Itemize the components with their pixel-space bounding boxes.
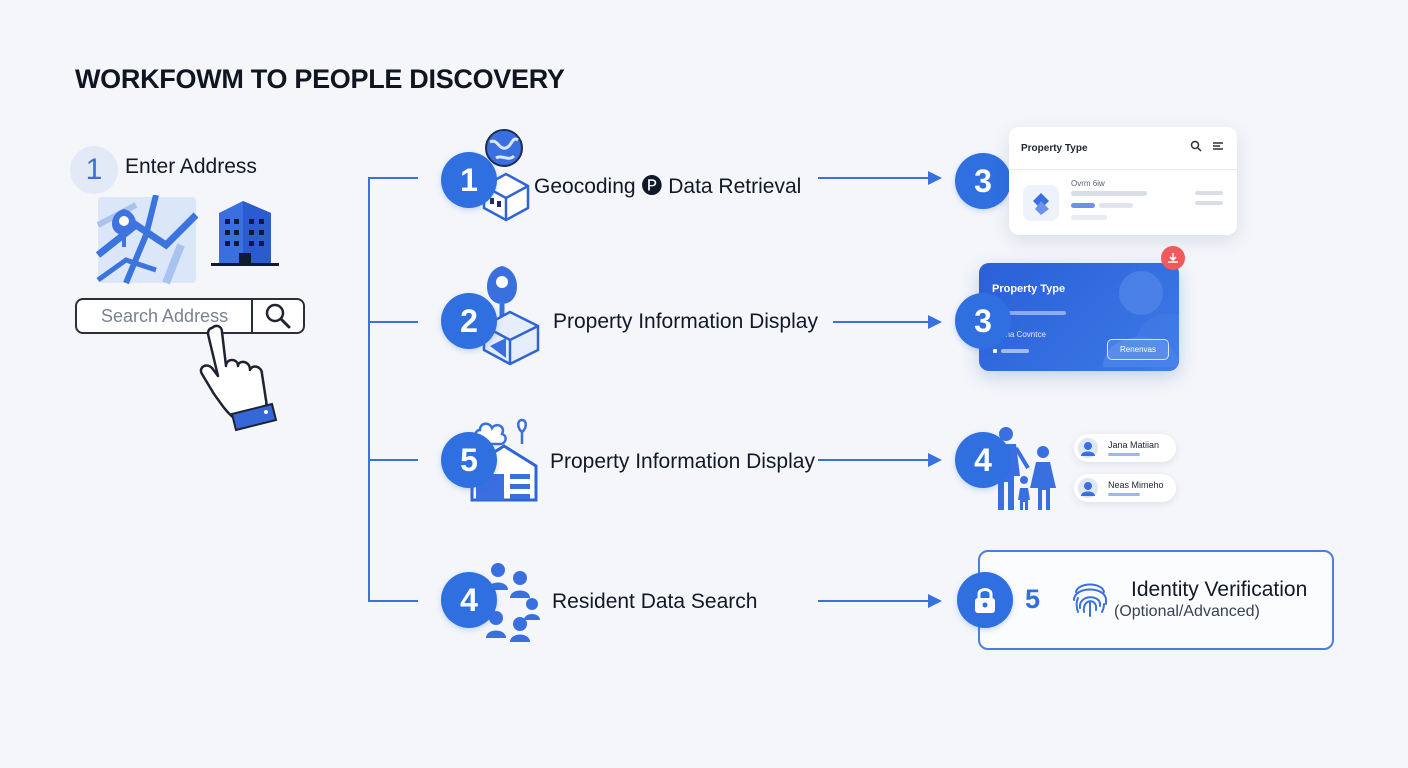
blue-card-sub: Ima Covntce xyxy=(1001,330,1046,339)
identity-subtitle: (Optional/Advanced) xyxy=(1114,603,1260,620)
placeholder-bar xyxy=(1108,493,1140,496)
property-type-blue-card: Property Type Ima Covntce Renenvas xyxy=(979,263,1179,371)
blue-card-button[interactable]: Renenvas xyxy=(1107,339,1169,360)
settings-icon[interactable] xyxy=(1212,140,1224,152)
search-address-box[interactable]: Search Address xyxy=(75,298,305,334)
result-number-4: 4 xyxy=(955,432,1011,488)
step-number-5: 5 xyxy=(441,432,497,488)
placeholder-bar xyxy=(1195,201,1223,205)
placeholder-bar xyxy=(1001,349,1029,353)
property-icon xyxy=(1023,185,1059,221)
lock-circle xyxy=(957,572,1013,628)
user-icon xyxy=(1081,482,1095,496)
arrow-3 xyxy=(818,453,942,467)
lock-icon xyxy=(975,588,995,613)
connector-branch-4 xyxy=(368,600,418,602)
search-button[interactable] xyxy=(251,300,303,332)
search-input[interactable]: Search Address xyxy=(101,305,229,326)
step-label-property-display-1: Property Information Display xyxy=(553,310,818,333)
enter-step-number: 1 xyxy=(70,146,118,194)
person-name: Neas Mimeho xyxy=(1108,480,1164,490)
map-icon xyxy=(96,195,198,285)
result-number-3a: 3 xyxy=(955,153,1011,209)
arrow-1 xyxy=(818,171,942,185)
result-number-5: 5 xyxy=(1025,584,1041,614)
user-icon xyxy=(1081,442,1095,456)
placeholder-bar xyxy=(992,311,1066,315)
hand-pointer-icon xyxy=(199,324,278,432)
placeholder-bar xyxy=(1071,215,1107,220)
placeholder-bar xyxy=(1071,191,1147,196)
blue-card-header: Property Type xyxy=(992,283,1066,295)
step-label-resident-search: Resident Data Search xyxy=(552,590,758,613)
property-type-card: Property Type Ovrm 6iw xyxy=(1009,127,1237,235)
placeholder-bar xyxy=(1195,191,1223,195)
step-number-2: 2 xyxy=(441,293,497,349)
connector-vertical xyxy=(368,178,370,602)
page-title: WORKFOWM TO PEOPLE DISCOVERY xyxy=(75,64,565,94)
location-box-icon xyxy=(482,266,540,366)
person-row[interactable]: Jana Matiian xyxy=(1074,434,1176,462)
placeholder-bar xyxy=(1071,203,1095,208)
placeholder-bar xyxy=(1108,453,1140,456)
building-icon xyxy=(211,201,279,266)
identity-verification-box xyxy=(978,550,1334,650)
enter-step-label: Enter Address xyxy=(125,155,257,178)
identity-title: Identity Verification xyxy=(1131,578,1308,601)
avatar xyxy=(1078,478,1098,498)
card-divider xyxy=(1009,169,1237,170)
step-label-property-display-2: Property Information Display xyxy=(550,450,815,473)
card-sub-label: Ovrm 6iw xyxy=(1071,179,1105,188)
arrow-2 xyxy=(833,315,942,329)
card-header: Property Type xyxy=(1021,143,1088,154)
avatar xyxy=(1078,438,1098,458)
result-number-3b: 3 xyxy=(955,293,1011,349)
bullet xyxy=(993,349,997,353)
search-icon xyxy=(265,303,291,329)
download-icon xyxy=(1168,253,1178,263)
connector-branch-2 xyxy=(368,321,418,323)
step-label-geocoding: Geocoding 🅟 Data Retrieval xyxy=(534,175,802,198)
search-icon[interactable] xyxy=(1190,140,1202,152)
arrow-4 xyxy=(818,594,942,608)
step-number-4: 4 xyxy=(441,572,497,628)
connector-branch-3 xyxy=(368,459,418,461)
fingerprint-icon xyxy=(1073,583,1107,617)
placeholder-bar xyxy=(1099,203,1133,208)
connector-branch-1 xyxy=(368,177,418,179)
person-row[interactable]: Neas Mimeho xyxy=(1074,474,1176,502)
step-number-1: 1 xyxy=(441,152,497,208)
person-name: Jana Matiian xyxy=(1108,440,1160,450)
download-badge[interactable] xyxy=(1161,246,1185,270)
people-group-icon xyxy=(472,563,540,642)
